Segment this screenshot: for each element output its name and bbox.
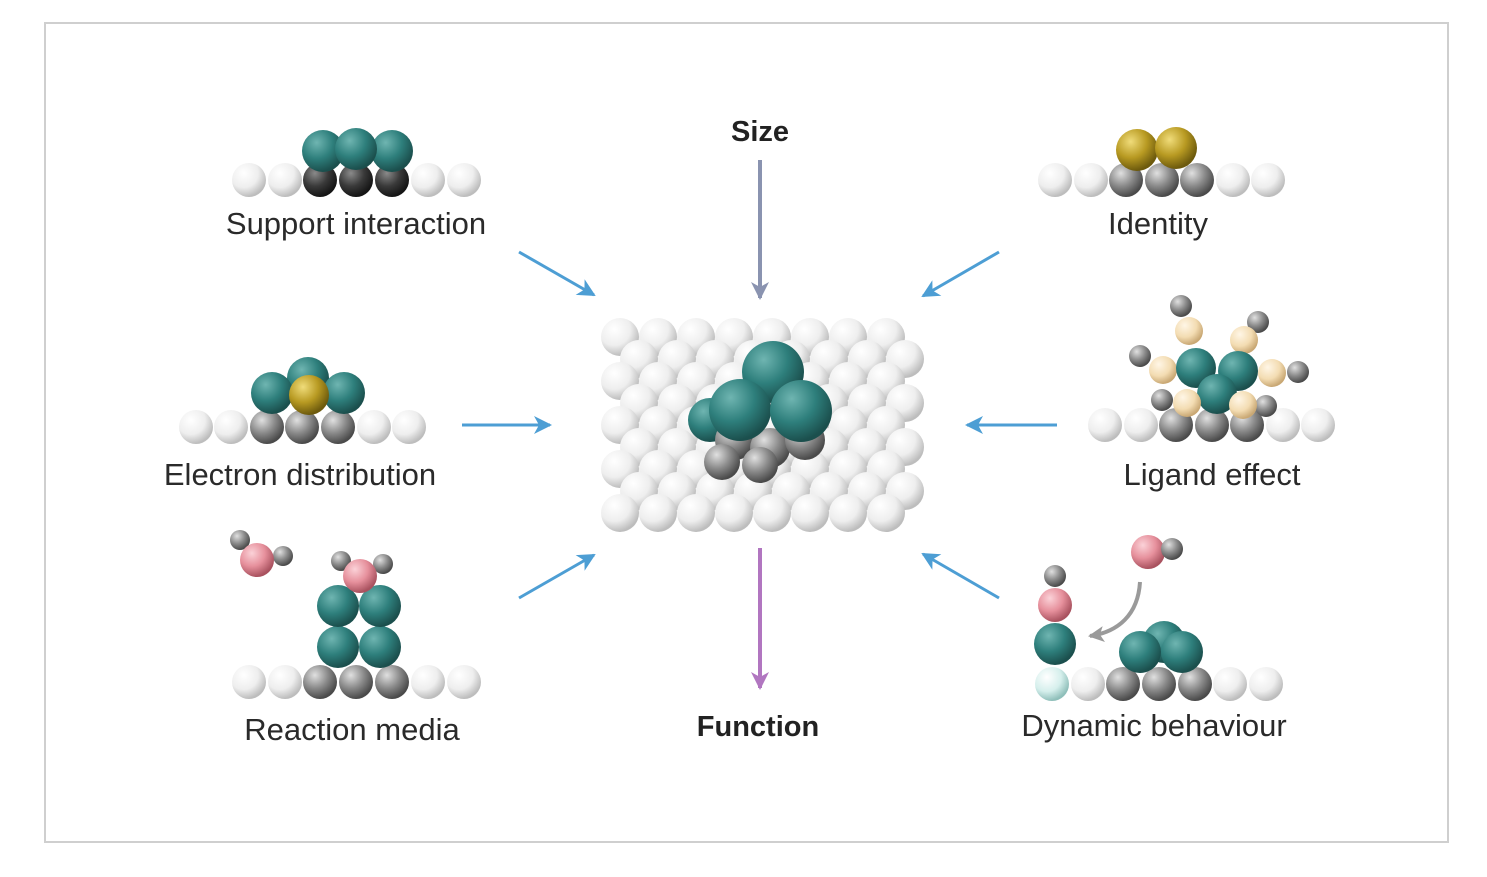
arrow-identity	[921, 250, 1000, 298]
dynamic-behaviour-model	[1034, 535, 1283, 701]
label-support-interaction: Support interaction	[226, 206, 486, 241]
label-ligand-effect: Ligand effect	[1124, 457, 1301, 492]
support-atom	[639, 494, 677, 532]
electron-distribution-model	[179, 357, 426, 444]
migration-curved-arrow	[1088, 581, 1142, 642]
arrow-dynamic-behaviour	[921, 552, 1000, 600]
central-catalyst-model	[601, 318, 924, 532]
label-electron-distribution: Electron distribution	[164, 457, 436, 492]
support-atom	[867, 494, 905, 532]
label-identity: Identity	[1108, 206, 1208, 241]
arrows	[462, 160, 1057, 690]
support-atom	[601, 494, 639, 532]
arrow-reaction-media	[518, 553, 596, 600]
label-dynamic-behaviour: Dynamic behaviour	[1021, 708, 1286, 743]
reaction-media-model	[230, 530, 481, 699]
label-size: Size	[731, 116, 789, 148]
label-function: Function	[697, 711, 819, 743]
arrow-support-interaction	[518, 250, 596, 297]
support-atom	[791, 494, 829, 532]
label-reaction-media: Reaction media	[244, 712, 460, 747]
support-atom	[715, 494, 753, 532]
support-interaction-model	[232, 128, 481, 197]
support-atom	[753, 494, 791, 532]
support-atom	[677, 494, 715, 532]
central-metal-cluster	[709, 341, 832, 442]
support-atom	[829, 494, 867, 532]
ligand-effect-model	[1088, 295, 1335, 442]
identity-model	[1038, 127, 1285, 197]
